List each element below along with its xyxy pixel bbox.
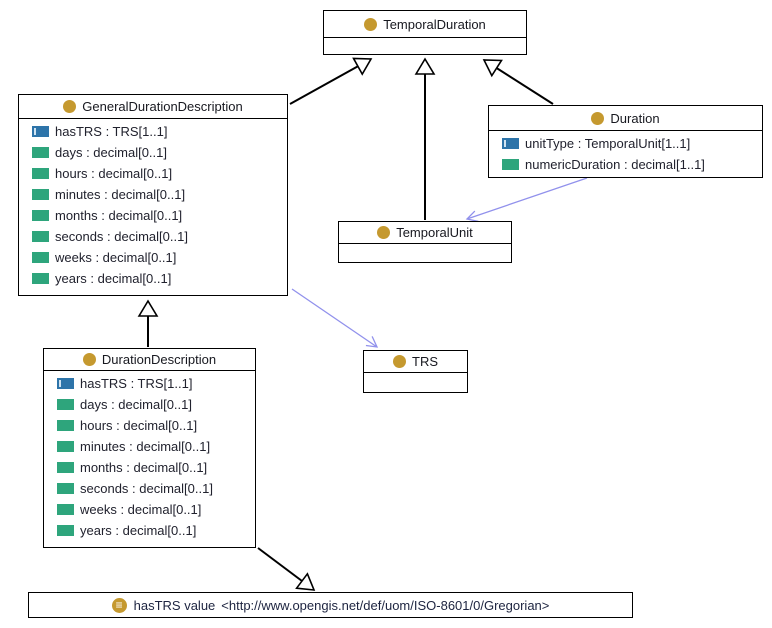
attribute-weeks[interactable]: weeks : decimal[0..1] [44,499,255,520]
class-name: DurationDescription [101,352,217,367]
attribute-label: weeks : decimal[0..1] [80,502,202,517]
class-name: TemporalUnit [396,225,473,240]
data-property-icon [502,159,519,170]
object-property-icon [502,138,519,149]
class-header: DurationDescription [44,349,255,371]
class-general-duration-description[interactable]: GeneralDurationDescription hasTRS : TRS[… [18,94,288,296]
attribute-hours[interactable]: hours : decimal[0..1] [44,415,255,436]
data-property-icon [57,525,74,536]
attribute-days[interactable]: days : decimal[0..1] [19,142,287,163]
attribute-label: weeks : decimal[0..1] [55,250,177,265]
class-temporal-duration[interactable]: TemporalDuration [323,10,527,55]
data-property-icon [57,441,74,452]
data-property-icon [57,483,74,494]
attribute-years[interactable]: years : decimal[0..1] [44,520,255,541]
attribute-label: hours : decimal[0..1] [80,418,198,433]
class-icon [393,355,406,368]
object-property-icon [32,126,49,137]
class-trs[interactable]: TRS [363,350,468,393]
attribute-label: hasTRS : TRS[1..1] [80,376,193,391]
class-header: TRS [364,351,467,373]
data-property-icon [32,231,49,242]
attribute-label: numericDuration : decimal[1..1] [525,157,705,172]
class-name: GeneralDurationDescription [82,99,243,114]
class-temporal-unit[interactable]: TemporalUnit [338,221,512,263]
attribute-months[interactable]: months : decimal[0..1] [19,205,287,226]
attribute-label: years : decimal[0..1] [55,271,172,286]
restriction-label: hasTRS value [133,597,216,613]
class-attributes-compartment [339,244,511,262]
class-attributes-compartment [324,38,526,54]
attribute-label: minutes : decimal[0..1] [55,187,186,202]
attribute-weeks[interactable]: weeks : decimal[0..1] [19,247,287,268]
data-property-icon [32,273,49,284]
object-property-icon [57,378,74,389]
class-header: TemporalDuration [324,11,526,38]
data-property-icon [57,420,74,431]
attribute-label: months : decimal[0..1] [55,208,183,223]
attribute-months[interactable]: months : decimal[0..1] [44,457,255,478]
attribute-minutes[interactable]: minutes : decimal[0..1] [44,436,255,457]
edge-generaldurationdescription-subclassof-temporalduration[interactable] [289,57,373,105]
attribute-numericduration[interactable]: numericDuration : decimal[1..1] [489,154,762,175]
attribute-hastrs[interactable]: hasTRS : TRS[1..1] [44,373,255,394]
attribute-days[interactable]: days : decimal[0..1] [44,394,255,415]
attribute-hastrs[interactable]: hasTRS : TRS[1..1] [19,121,287,142]
class-icon [591,111,605,125]
restriction-value: <http://www.opengis.net/def/uom/ISO-8601… [221,597,550,613]
attribute-seconds[interactable]: seconds : decimal[0..1] [44,478,255,499]
attribute-years[interactable]: years : decimal[0..1] [19,268,287,289]
class-header: TemporalUnit [339,222,511,244]
class-duration[interactable]: Duration unitType : TemporalUnit[1..1] n… [488,105,763,178]
attribute-seconds[interactable]: seconds : decimal[0..1] [19,226,287,247]
class-icon [377,226,391,239]
data-property-icon [57,399,74,410]
class-icon [63,100,77,113]
attribute-label: seconds : decimal[0..1] [55,229,188,244]
edge-generaldurationdescription-association-trs[interactable] [291,288,379,348]
data-property-icon [57,504,74,515]
edge-duration-association-temporalunit[interactable] [465,177,588,223]
attribute-label: days : decimal[0..1] [80,397,192,412]
data-property-icon [57,462,74,473]
class-duration-description[interactable]: DurationDescription hasTRS : TRS[1..1] d… [43,348,256,548]
class-name: TRS [412,354,438,369]
attribute-label: seconds : decimal[0..1] [80,481,213,496]
attribute-label: unitType : TemporalUnit[1..1] [525,136,691,151]
class-icon [82,353,96,366]
class-name: Duration [610,110,660,126]
class-header: GeneralDurationDescription [19,95,287,119]
data-property-icon [32,210,49,221]
value-restriction-icon [111,597,127,613]
attribute-hours[interactable]: hours : decimal[0..1] [19,163,287,184]
attribute-label: hasTRS : TRS[1..1] [55,124,168,139]
edge-durationdescription-restriction-hastrs-value[interactable] [257,547,316,591]
attribute-minutes[interactable]: minutes : decimal[0..1] [19,184,287,205]
class-name: TemporalDuration [383,16,486,32]
class-header: Duration [489,106,762,131]
class-attributes-compartment: hasTRS : TRS[1..1] days : decimal[0..1] … [19,119,287,295]
attribute-label: hours : decimal[0..1] [55,166,173,181]
edge-duration-subclassof-temporalduration[interactable] [482,59,554,105]
hastrs-value-restriction[interactable]: hasTRS value <http://www.opengis.net/def… [28,592,633,618]
attribute-label: months : decimal[0..1] [80,460,208,475]
class-icon [364,17,378,31]
attribute-label: days : decimal[0..1] [55,145,167,160]
attribute-label: minutes : decimal[0..1] [80,439,211,454]
data-property-icon [32,147,49,158]
data-property-icon [32,189,49,200]
attribute-unittype[interactable]: unitType : TemporalUnit[1..1] [489,133,762,154]
class-attributes-compartment [364,373,467,392]
attribute-label: years : decimal[0..1] [80,523,197,538]
data-property-icon [32,168,49,179]
class-attributes-compartment: hasTRS : TRS[1..1] days : decimal[0..1] … [44,371,255,547]
class-attributes-compartment: unitType : TemporalUnit[1..1] numericDur… [489,131,762,177]
data-property-icon [32,252,49,263]
